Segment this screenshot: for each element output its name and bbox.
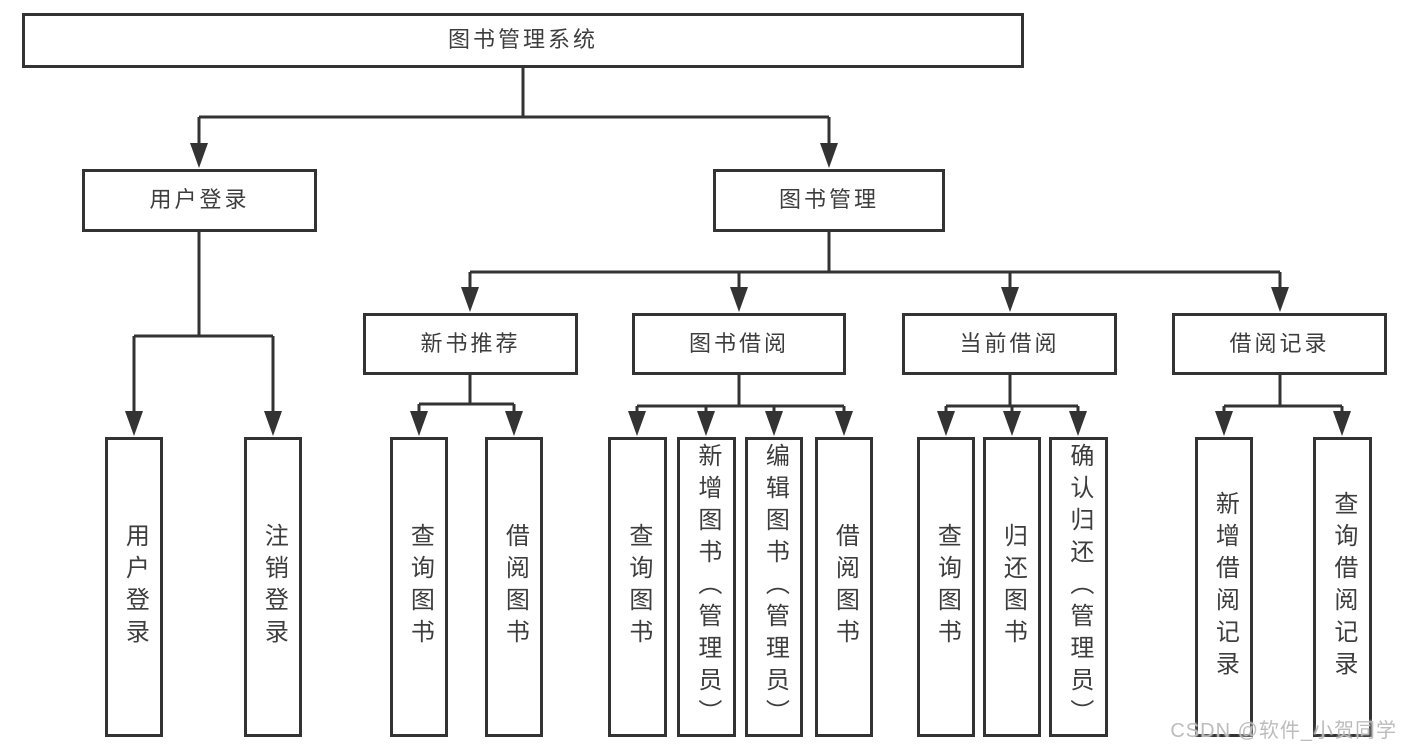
- node-borrowing-records: 借阅记录: [1172, 313, 1387, 375]
- node-new-book-recommendation: 新书推荐: [363, 313, 578, 375]
- leaf-current-return-books: 归还图书: [983, 437, 1041, 737]
- node-user-login-module: 用户登录: [82, 169, 317, 232]
- leaf-current-confirm-return-admin: 确认归还（管理员）: [1049, 437, 1108, 737]
- node-current-borrowing: 当前借阅: [902, 313, 1117, 375]
- connector-line-group: [132, 68, 1344, 414]
- arrowhead-icons: [125, 143, 1351, 436]
- leaf-logout: 注销登录: [244, 437, 302, 737]
- node-library-management-system: 图书管理系统: [22, 13, 1024, 68]
- leaf-newbooks-query-books: 查询图书: [390, 437, 448, 737]
- leaf-records-query-record: 查询借阅记录: [1313, 437, 1372, 737]
- leaf-borrowing-query-books: 查询图书: [608, 437, 667, 737]
- leaf-borrowing-borrow-books: 借阅图书: [815, 437, 873, 737]
- leaf-records-add-record: 新增借阅记录: [1195, 437, 1253, 737]
- csdn-watermark: CSDN @软件_小贺同学: [1170, 720, 1397, 742]
- node-book-management-module: 图书管理: [713, 169, 945, 232]
- leaf-newbooks-borrow-books: 借阅图书: [485, 437, 543, 737]
- node-book-borrowing: 图书借阅: [632, 313, 846, 375]
- leaf-borrowing-add-books-admin: 新增图书（管理员）: [677, 437, 736, 737]
- leaf-borrowing-edit-books-admin: 编辑图书（管理员）: [745, 437, 803, 737]
- leaf-current-query-books: 查询图书: [917, 437, 975, 737]
- leaf-user-login: 用户登录: [105, 437, 163, 737]
